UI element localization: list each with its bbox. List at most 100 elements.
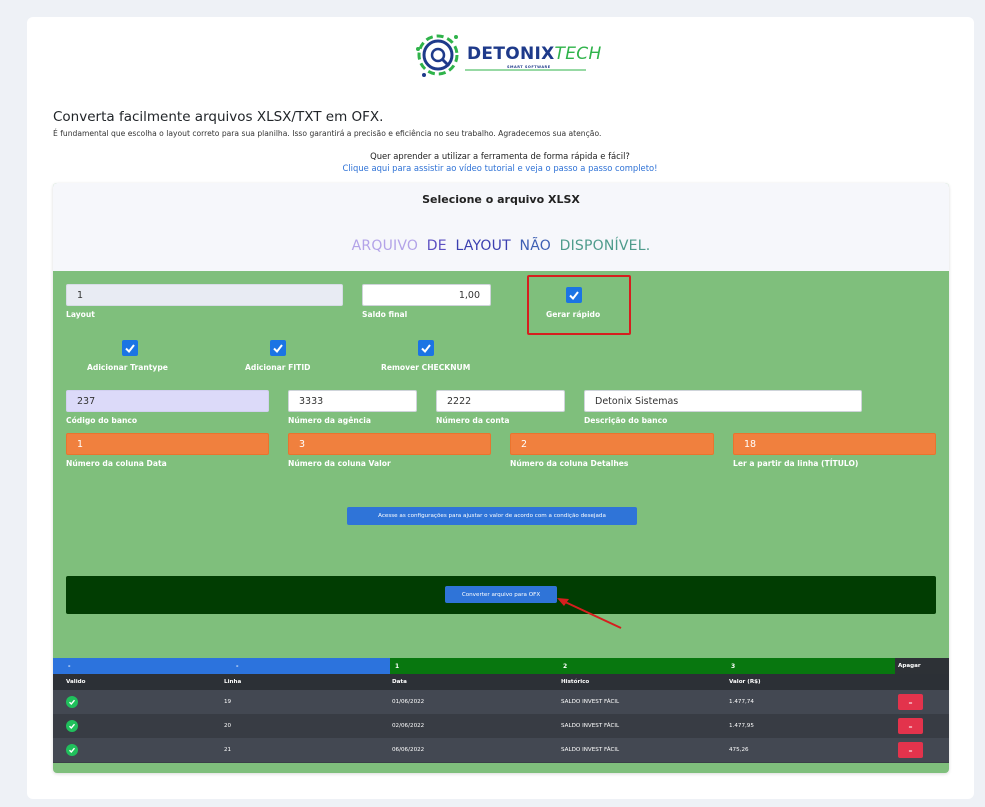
check-circle-icon	[66, 696, 78, 708]
data-cell: 01/06/2022	[392, 699, 425, 705]
valor-cell: 1.477,74	[729, 699, 754, 705]
delete-button[interactable]: –	[898, 718, 923, 734]
checknum-label: Remover CHECKNUM	[381, 363, 471, 372]
table-header-cell: 3	[726, 658, 895, 674]
data-cell: 06/06/2022	[392, 747, 425, 753]
agencia-input[interactable]: 3333	[288, 390, 417, 412]
gerar-rapido-checkbox[interactable]	[566, 287, 582, 303]
descricao-banco-value: Detonix Sistemas	[595, 395, 679, 407]
tutorial-question: Quer aprender a utilizar a ferramenta de…	[370, 151, 630, 161]
subheader-valido: Valido	[66, 679, 86, 685]
checknum-checkbox[interactable]	[418, 340, 434, 356]
coluna-valor-value: 3	[299, 438, 306, 450]
page-subline: É fundamental que escolha o layout corre…	[53, 129, 602, 138]
linha-titulo-value: 18	[744, 438, 757, 450]
trantype-label: Adicionar Trantype	[87, 363, 168, 372]
check-icon	[569, 291, 579, 301]
table-row: 21 06/06/2022 SALDO INVEST FÁCIL 475,26 …	[53, 738, 949, 762]
linha-cell: 19	[224, 699, 232, 705]
notice-word-1: ARQUIVO	[351, 238, 419, 254]
logo-subtitle: SMART SOFTWARE	[507, 65, 551, 69]
codigo-banco-value: 237	[77, 395, 96, 407]
fitid-checkbox[interactable]	[270, 340, 286, 356]
check-icon	[421, 344, 431, 354]
saldo-final-value: 1,00	[458, 289, 480, 301]
valid-cell	[66, 714, 78, 738]
agencia-label: Número da agência	[288, 416, 371, 425]
layout-input-value: 1	[77, 289, 84, 301]
conta-label: Número da conta	[436, 416, 510, 425]
descricao-banco-label: Descrição do banco	[584, 416, 668, 425]
trantype-checkbox[interactable]	[122, 340, 138, 356]
table-row: 19 01/06/2022 SALDO INVEST FÁCIL 1.477,7…	[53, 690, 949, 714]
historico-cell: SALDO INVEST FÁCIL	[561, 699, 620, 705]
annotation-arrow-icon	[557, 598, 622, 629]
conta-input[interactable]: 2222	[436, 390, 565, 412]
subheader-historico: Histórico	[561, 679, 590, 685]
codigo-banco-input[interactable]: 237	[66, 390, 269, 412]
subheader-data: Data	[392, 679, 407, 685]
valid-cell	[66, 690, 78, 714]
logo-text: DETONIXTECH	[467, 44, 602, 64]
subheader-valor: Valor (R$)	[729, 679, 761, 685]
linha-titulo-label: Ler a partir da linha (TÍTULO)	[733, 459, 859, 468]
descricao-banco-input[interactable]: Detonix Sistemas	[584, 390, 862, 412]
check-circle-icon	[66, 720, 78, 732]
converter-panel: Selecione o arquivo XLSX ARQUIVO DE LAYO…	[53, 183, 949, 773]
layout-input[interactable]: 1	[66, 284, 343, 306]
coluna-detalhes-input[interactable]: 2	[510, 433, 714, 455]
subheader-linha: Linha	[224, 679, 242, 685]
convert-button[interactable]: Converter arquivo para OFX	[445, 586, 557, 603]
coluna-detalhes-value: 2	[521, 438, 528, 450]
saldo-final-input[interactable]: 1,00	[362, 284, 491, 306]
table-header-cell: -	[53, 658, 221, 674]
table-top-header: - - 1 2 3 Apagar	[53, 658, 949, 674]
check-icon	[273, 344, 283, 354]
delete-button[interactable]: –	[898, 694, 923, 710]
linha-titulo-input[interactable]: 18	[733, 433, 936, 455]
linha-cell: 20	[224, 723, 232, 729]
notice-word-2: DE	[426, 238, 447, 254]
valid-cell	[66, 738, 78, 762]
valor-cell: 1.477,95	[729, 723, 754, 729]
panel-header	[53, 183, 949, 271]
page-headline: Converta facilmente arquivos XLSX/TXT em…	[53, 109, 384, 125]
highlight-box	[527, 275, 631, 335]
table-sub-header: Valido Linha Data Histórico Valor (R$)	[53, 674, 949, 690]
preview-table: - - 1 2 3 Apagar Valido Linha Data Histó…	[53, 658, 949, 763]
tutorial-link[interactable]: Clique aqui para assistir ao vídeo tutor…	[342, 163, 658, 173]
codigo-banco-label: Código do banco	[66, 416, 138, 425]
agencia-value: 3333	[299, 395, 324, 407]
delete-cell: –	[898, 718, 923, 734]
coluna-detalhes-label: Número da coluna Detalhes	[510, 459, 629, 468]
historico-cell: SALDO INVEST FÁCIL	[561, 747, 620, 753]
table-header-apagar: Apagar	[895, 658, 949, 674]
layout-label: Layout	[66, 310, 95, 319]
linha-cell: 21	[224, 747, 232, 753]
table-header-cell: -	[221, 658, 390, 674]
coluna-data-input[interactable]: 1	[66, 433, 269, 455]
historico-cell: SALDO INVEST FÁCIL	[561, 723, 620, 729]
delete-cell: –	[898, 742, 923, 758]
coluna-data-value: 1	[77, 438, 84, 450]
saldo-final-label: Saldo final	[362, 310, 408, 319]
delete-cell: –	[898, 694, 923, 710]
gerar-rapido-label: Gerar rápido	[546, 310, 601, 319]
layout-unavailable-notice: ARQUIVO DE LAYOUT NÃO DISPONÍVEL.	[53, 238, 949, 254]
table-header-cell: 2	[558, 658, 726, 674]
coluna-data-label: Número da coluna Data	[66, 459, 167, 468]
config-button[interactable]: Acesse as configurações para ajustar o v…	[347, 507, 637, 525]
fitid-label: Adicionar FITID	[245, 363, 311, 372]
table-header-cell: 1	[390, 658, 558, 674]
notice-word-4: NÃO	[519, 238, 551, 254]
valor-cell: 475,26	[729, 747, 749, 753]
detonix-logo-icon	[416, 34, 586, 77]
coluna-valor-input[interactable]: 3	[288, 433, 491, 455]
notice-word-5: DISPONÍVEL.	[559, 238, 651, 254]
check-icon	[125, 344, 135, 354]
delete-button[interactable]: –	[898, 742, 923, 758]
table-row: 20 02/06/2022 SALDO INVEST FÁCIL 1.477,9…	[53, 714, 949, 738]
notice-word-3: LAYOUT	[455, 238, 511, 254]
check-circle-icon	[66, 744, 78, 756]
coluna-valor-label: Número da coluna Valor	[288, 459, 391, 468]
